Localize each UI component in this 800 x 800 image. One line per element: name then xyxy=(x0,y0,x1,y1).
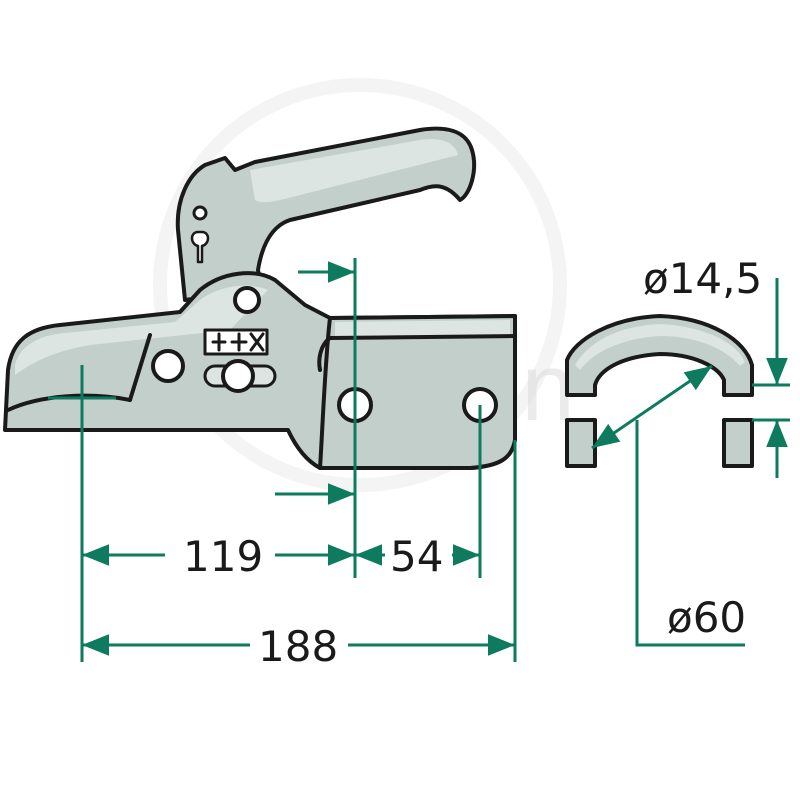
bracket-leg-right xyxy=(722,418,754,468)
shank-block xyxy=(318,314,517,470)
bracket-leg-left xyxy=(565,418,597,468)
keyhole-slot xyxy=(190,230,210,264)
coupling-head xyxy=(3,126,517,470)
safety-knob xyxy=(221,359,255,393)
dim-hole-diameter: ø14,5 xyxy=(643,254,762,303)
pivot-hole xyxy=(192,205,208,221)
dim-bracket-diameter: ø60 xyxy=(667,593,746,642)
dim-119: 119 xyxy=(183,532,263,581)
dimension-lines xyxy=(48,258,790,662)
upper-boss xyxy=(233,286,261,314)
u-bracket xyxy=(565,314,754,468)
dim-188: 188 xyxy=(258,622,338,671)
dim-54: 54 xyxy=(390,532,443,581)
body-rivet xyxy=(151,349,185,383)
